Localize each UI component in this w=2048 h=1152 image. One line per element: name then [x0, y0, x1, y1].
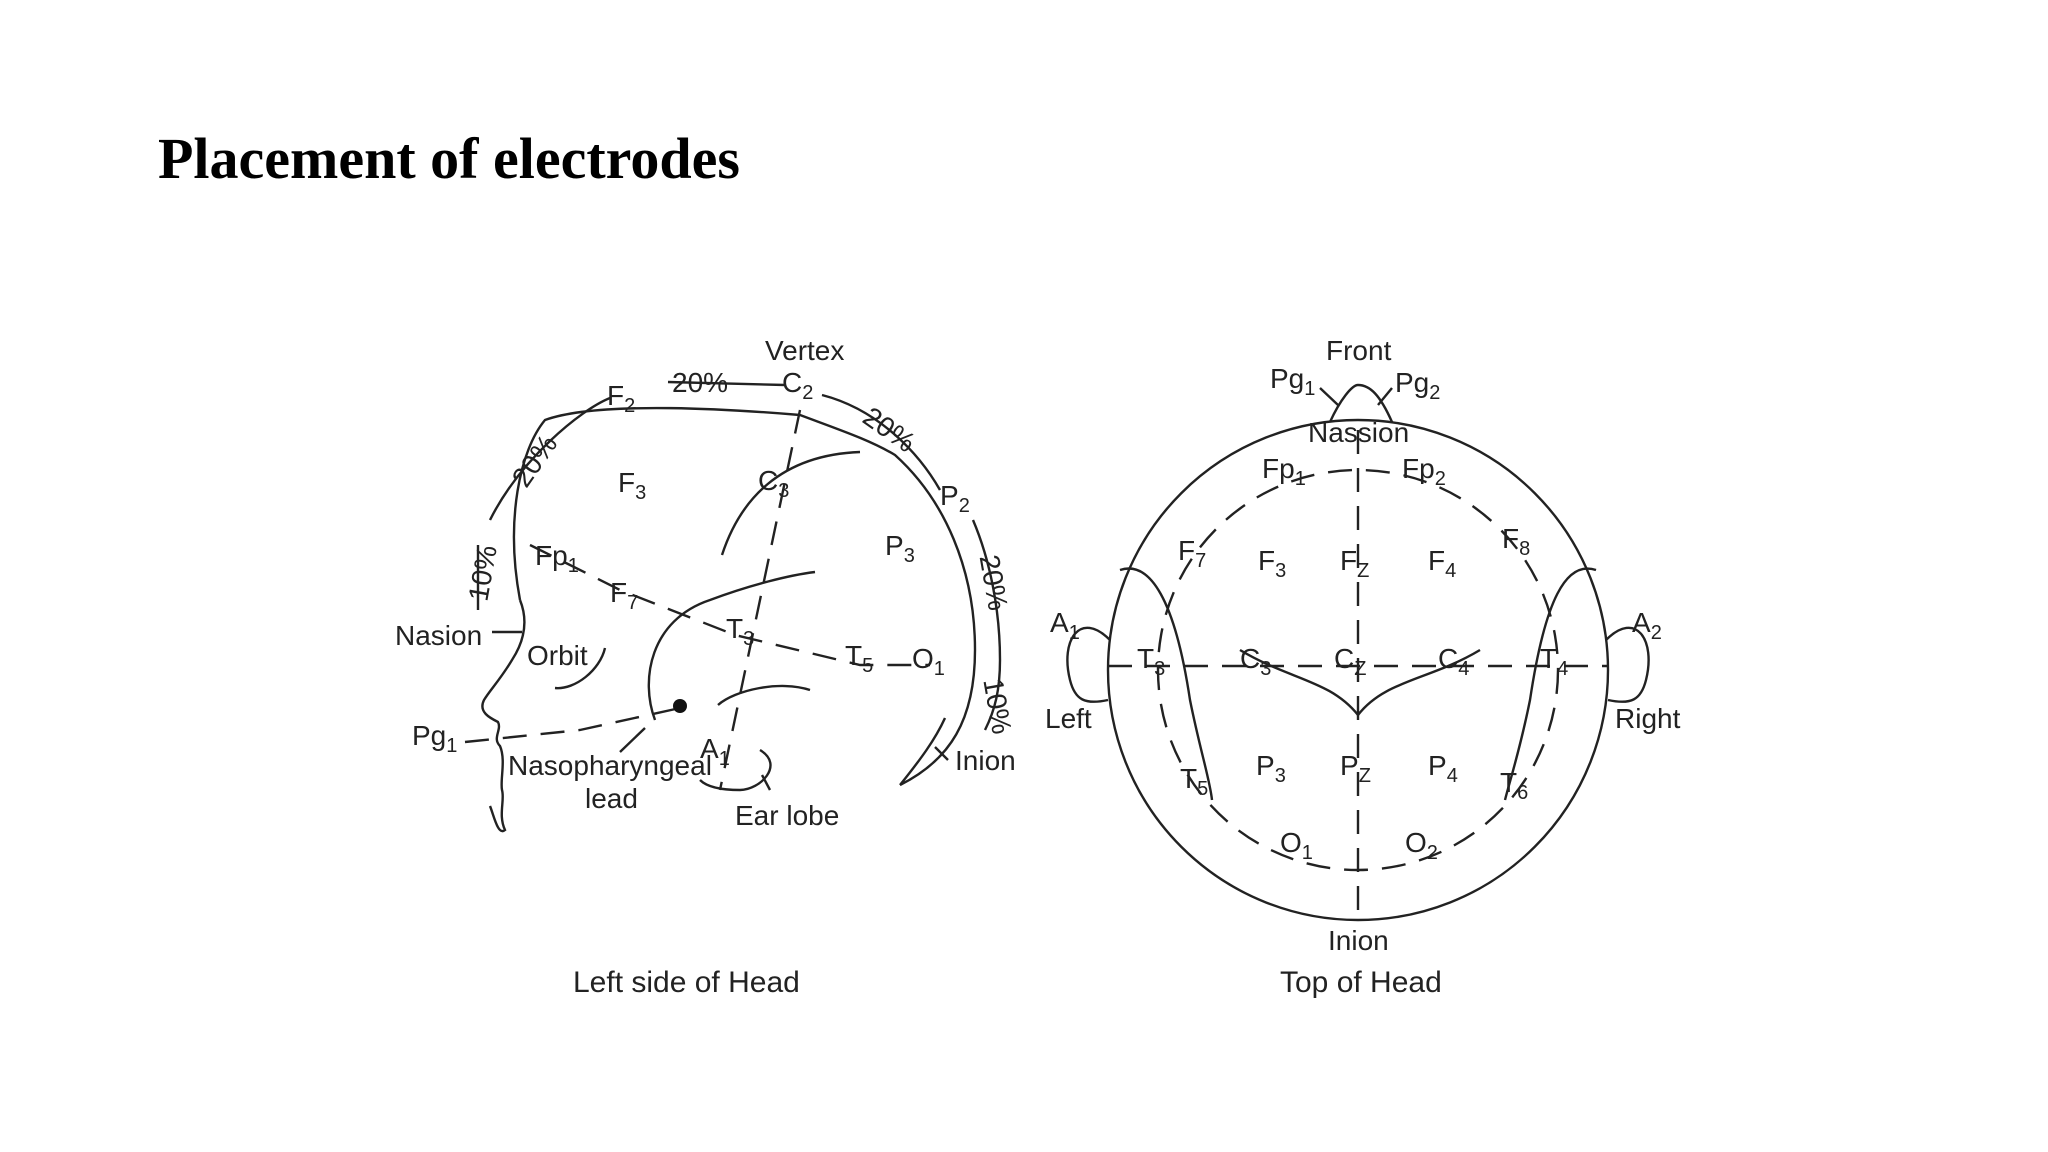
orbit-curve — [554, 647, 607, 690]
electrode-top-c3: C3 — [1240, 643, 1271, 680]
top-head-outline — [1106, 418, 1610, 922]
measure-arc-far-right — [971, 519, 1002, 731]
measure-arc-top — [667, 380, 786, 387]
ear-outline — [647, 570, 816, 721]
electrode-f7: F7 — [610, 577, 638, 614]
left-ear-curve — [1119, 567, 1214, 801]
electrode-top-t5: T5 — [1180, 763, 1208, 800]
electrode-pg1: Pg1 — [412, 720, 457, 757]
electrode-p3: P3 — [885, 530, 915, 567]
electrode-top-p4: P4 — [1428, 750, 1458, 787]
inion-label: Inion — [955, 745, 1016, 776]
front-label: Front — [1326, 335, 1392, 366]
front-pointer-right — [1377, 387, 1393, 406]
electrode-a1: A1 — [700, 733, 730, 770]
electrode-top-f4: F4 — [1428, 545, 1456, 582]
side-head-outline — [512, 406, 977, 787]
temporal-chain-dash — [529, 543, 930, 667]
electrode-top-f7: F7 — [1178, 535, 1206, 572]
electrode-fp1: Fp1 — [535, 540, 579, 577]
electrode-top-a1: A1 — [1050, 607, 1080, 644]
neck-curve — [699, 717, 947, 792]
pct-label-upper-left: 20% — [506, 429, 564, 493]
electrode-o1: O1 — [912, 643, 945, 680]
pct-label-right: 20% — [974, 552, 1014, 613]
electrode-top-c4: C4 — [1438, 643, 1469, 680]
top-electrode-labels: Pg1 Pg2 Fp1 Fp2 F7 F3 FZ F4 F8 A1 A2 T3 … — [1050, 363, 1662, 864]
electrode-top-pz: PZ — [1340, 750, 1371, 787]
electrode-top-o1: O1 — [1280, 827, 1313, 864]
lead-label: lead — [585, 783, 638, 814]
electrode-top-a2: A2 — [1632, 607, 1662, 644]
electrode-top-t6: T6 — [1500, 767, 1528, 804]
left-label: Left — [1045, 703, 1092, 734]
electrode-top-fz: FZ — [1340, 545, 1369, 582]
vertex-to-ear-curve — [720, 450, 861, 556]
electrode-c2: C2 — [782, 367, 813, 404]
nasion-label: Nasion — [395, 620, 482, 651]
electrode-f2: F2 — [607, 380, 635, 417]
measure-arc-right — [821, 393, 942, 491]
measure-arc-upper — [488, 396, 611, 521]
slide-title: Placement of electrodes — [158, 126, 740, 191]
top-head-figure — [1066, 383, 1650, 922]
vertex-label: Vertex — [765, 335, 844, 366]
ear-lobe-label: Ear lobe — [735, 800, 839, 831]
electrode-top-f8: F8 — [1502, 523, 1530, 560]
right-ear-curve — [1503, 567, 1597, 801]
pct-label-bottom-right: 10% — [977, 676, 1017, 737]
side-electrode-labels: F2 C2 P2 F3 C3 P3 Fp1 F7 T3 T5 O1 Pg1 A1 — [412, 367, 970, 770]
electrode-p2: P2 — [940, 480, 970, 517]
top-caption: Top of Head — [1280, 966, 1442, 999]
right-ear-outline — [1605, 626, 1650, 703]
nose-outline — [1328, 383, 1394, 423]
electrode-top-p3: P3 — [1256, 750, 1286, 787]
electrode-top-pg1: Pg1 — [1270, 363, 1315, 400]
electrode-top-t3: T3 — [1137, 643, 1165, 680]
electrode-t3: T3 — [726, 613, 754, 650]
nasopharyngeal-lead-dash — [464, 706, 681, 744]
electrode-c3: C3 — [758, 465, 789, 502]
electrode-top-f3: F3 — [1258, 545, 1286, 582]
nassion-label: Nassion — [1308, 417, 1409, 448]
side-head-figure — [464, 380, 1002, 833]
side-caption: Left side of Head — [573, 966, 800, 999]
center-sulcus-curve — [1239, 648, 1481, 717]
electrode-top-fp2: Fp2 — [1402, 453, 1446, 490]
inion-top-label: Inion — [1328, 925, 1389, 956]
pct-label-left: 10% — [463, 543, 503, 604]
nasopharyngeal-lead-dot — [673, 699, 687, 713]
ear-lobe-pointer — [760, 774, 772, 791]
face-profile — [481, 599, 526, 833]
left-ear-outline — [1066, 626, 1111, 703]
electrode-f3: F3 — [618, 467, 646, 504]
right-label: Right — [1615, 703, 1681, 734]
pct-label-top: 20% — [672, 367, 728, 398]
inion-pointer — [934, 746, 949, 761]
electrode-top-pg2: Pg2 — [1395, 367, 1440, 404]
coronal-dash — [718, 409, 802, 791]
electrode-top-fp1: Fp1 — [1262, 453, 1306, 490]
electrode-top-cz: CZ — [1334, 643, 1366, 680]
orbit-label: Orbit — [527, 640, 588, 671]
electrode-top-o2: O2 — [1405, 827, 1438, 864]
nasopharyngeal-label: Nasopharyngeal — [508, 750, 712, 781]
electrode-top-t4: T4 — [1540, 643, 1568, 680]
electrode-t5: T5 — [845, 640, 873, 677]
lead-pointer — [619, 727, 646, 753]
front-pointer-left — [1319, 387, 1339, 406]
